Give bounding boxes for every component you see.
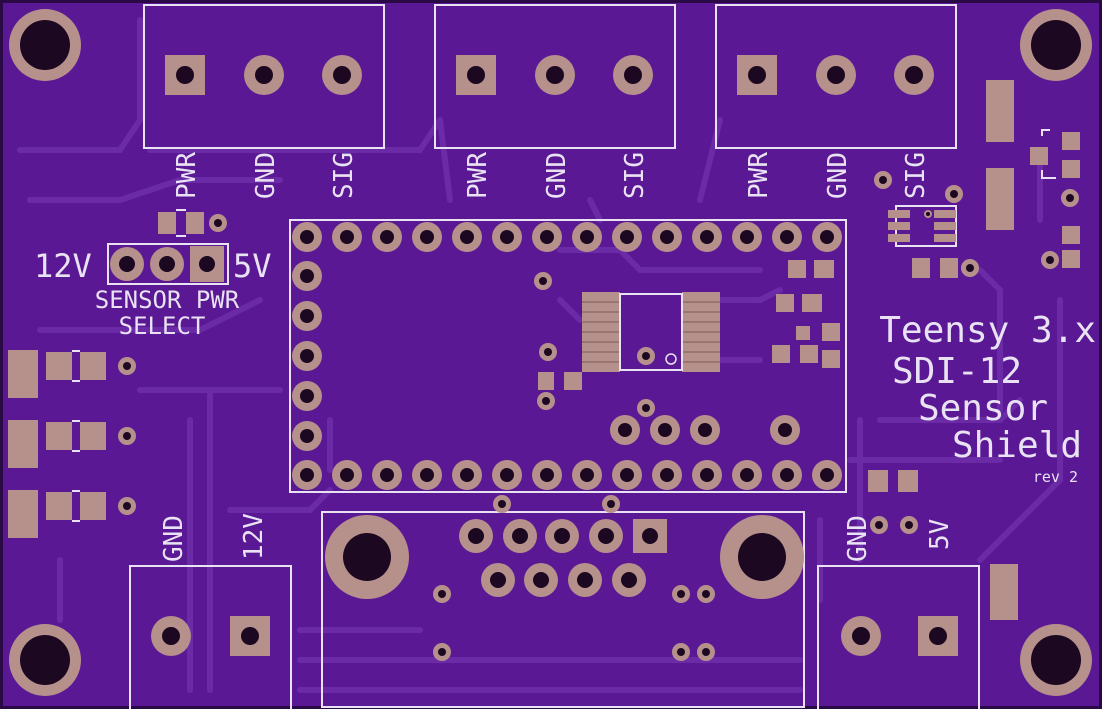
smd-pad [8, 490, 38, 522]
smd-pad [46, 422, 72, 450]
smd-pad [8, 420, 38, 452]
title-line-2: SDI-12 [892, 351, 1022, 392]
smd-pad [898, 470, 918, 492]
ic-pad [934, 222, 956, 230]
terminal-outline [129, 565, 292, 709]
select-caption: SELECT [119, 312, 206, 340]
ic-pad [888, 210, 910, 218]
smd-pad [990, 590, 1018, 620]
ic-pad [888, 222, 910, 230]
smd-pad [46, 352, 72, 380]
terminal-label-gnd: GND [251, 152, 281, 199]
smd-pad [986, 110, 1014, 142]
smd-pad [8, 382, 38, 398]
smd-pad [1062, 250, 1080, 268]
smd-pad [822, 323, 840, 341]
smd-pad [776, 294, 794, 312]
smd-pad [796, 326, 810, 340]
center-ic [582, 292, 720, 372]
smd-pad [538, 372, 554, 390]
db-connector-outline [321, 511, 805, 708]
terminal-label-sig: SIG [329, 152, 359, 199]
ic-pad [934, 234, 956, 242]
smd-pad [46, 492, 72, 520]
terminal-label-pwr: PWR [744, 152, 774, 199]
ic-pin1-marker [665, 353, 677, 365]
jumper-outline [107, 243, 229, 285]
terminal-outline [143, 4, 385, 149]
label-gnd: GND [843, 515, 873, 562]
db-connector [321, 495, 805, 708]
bottom-left-terminal: GND 12V [129, 513, 292, 709]
terminal-outline [715, 4, 957, 149]
ic-pad [888, 234, 910, 242]
smd-pad [912, 258, 930, 278]
title-line-4: Shield [952, 425, 1082, 466]
label-gnd: GND [159, 515, 189, 562]
smd-pad [1062, 132, 1080, 150]
smd-pad [8, 452, 38, 468]
terminal-label-sig: SIG [620, 152, 650, 199]
smd-pad [800, 345, 818, 363]
top-terminals: PWR GND SIG PWR GND SIG PWR GND SIG [143, 4, 957, 199]
terminal-label-gnd: GND [823, 152, 853, 199]
smd-pad [1062, 160, 1080, 178]
terminal-label-sig: SIG [901, 152, 931, 199]
smd-pad [8, 350, 38, 382]
smd-pad [986, 168, 1014, 200]
copper-traces [17, 17, 1063, 693]
sensor-power-jumper: 12V 5V SENSOR PWR SELECT [34, 209, 272, 340]
left-smd-parts [8, 350, 136, 538]
smd-pad [822, 350, 840, 368]
jumper-label-12v: 12V [34, 247, 92, 285]
smd-pad [868, 470, 888, 492]
smd-pad [1062, 226, 1080, 244]
ic-pad [934, 210, 956, 218]
smd-pad [158, 212, 176, 234]
smd-pad [1030, 147, 1048, 165]
terminal-label-pwr: PWR [172, 152, 202, 199]
terminal-outline [817, 565, 980, 709]
right-smd-parts [772, 80, 1080, 620]
smd-pad [986, 198, 1014, 230]
terminal-outline [434, 4, 676, 149]
label-12v: 12V [239, 513, 269, 560]
smd-pad [8, 522, 38, 538]
teensy-footprint [289, 219, 847, 493]
title-line-3: Sensor [918, 388, 1048, 429]
bottom-right-terminal: GND 5V [817, 515, 980, 709]
smd-pad [80, 492, 106, 520]
terminal-label-pwr: PWR [463, 152, 493, 199]
sensor-pwr-caption: SENSOR PWR [95, 286, 240, 314]
smd-pad [80, 422, 106, 450]
smd-pad [990, 564, 1018, 594]
mounting-holes [9, 9, 1092, 696]
smd-pad [802, 294, 822, 312]
smd-pad [788, 260, 806, 278]
smd-pad [986, 80, 1014, 112]
smd-pad [564, 372, 582, 390]
smd-pad [814, 260, 834, 278]
jumper-label-5v: 5V [233, 247, 272, 285]
title-line-1: Teensy 3.x [879, 310, 1096, 351]
smd-pad [80, 352, 106, 380]
smd-pad [772, 345, 790, 363]
smd-pad [940, 258, 958, 278]
label-5v: 5V [925, 519, 955, 550]
terminal-label-gnd: GND [542, 152, 572, 199]
title-block: Teensy 3.x SDI-12 Sensor Shield rev 2 [879, 310, 1096, 486]
revision-label: rev 2 [1033, 468, 1078, 486]
smd-pad [186, 212, 204, 234]
teensy-outline [289, 219, 847, 493]
ic-outline [619, 293, 683, 371]
